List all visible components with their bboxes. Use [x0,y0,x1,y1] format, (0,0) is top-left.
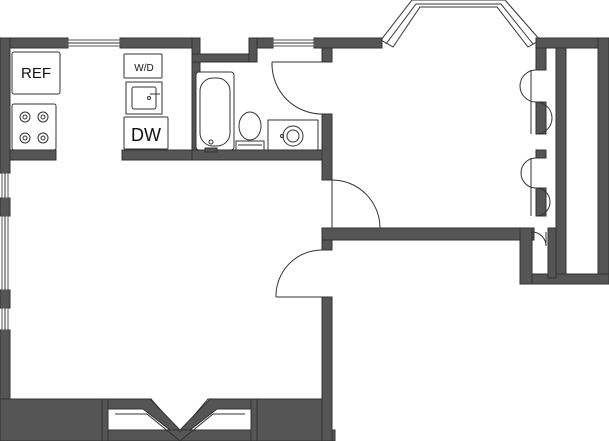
kitchen: REF W/D DW [11,51,169,151]
bay-window [380,0,541,48]
bottom-bay-window [107,398,252,441]
burner-icon [37,132,49,144]
door-swing [275,249,323,298]
refrigerator-label: REF [21,65,51,82]
refrigerator [11,51,61,95]
dishwasher-label: DW [131,125,161,145]
closet-door [519,69,537,103]
closet-door [535,187,551,217]
dishwasher [123,116,169,150]
washer-dryer-label: W/D [134,63,153,74]
burner-icon [37,111,49,123]
closet-door [535,101,553,135]
bathroom-sink [267,119,319,151]
door-swing [271,61,323,115]
burner-icon [19,132,31,144]
door-swing [331,179,381,229]
burner-icon [19,111,31,123]
doors [271,61,553,298]
washer-dryer [123,53,163,79]
toilet [235,111,265,151]
bathroom [195,71,319,153]
windows [1,39,315,331]
walls [0,37,609,441]
closet-door [520,157,537,189]
stove [11,103,57,151]
